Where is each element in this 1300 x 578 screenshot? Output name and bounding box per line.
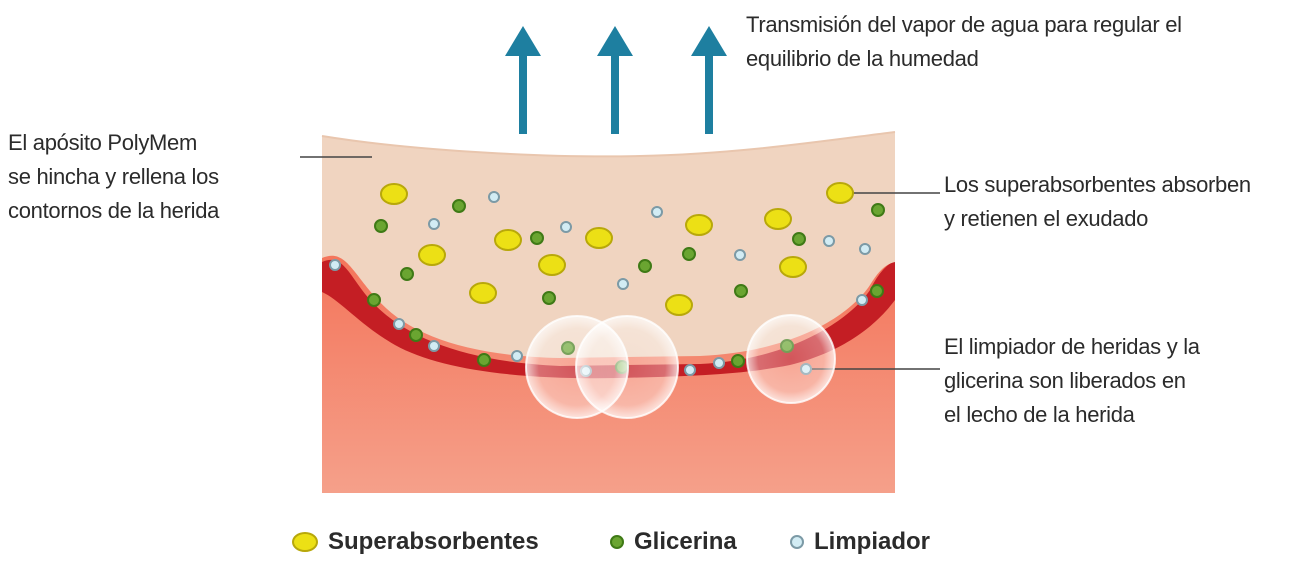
superabsorbent-bead [685,214,713,236]
glycerin-bead [530,231,544,245]
cleanser-swatch-icon [790,535,804,549]
glycerin-bead [367,293,381,307]
superabsorbent-bead [538,254,566,276]
superabsorbent-bead [585,227,613,249]
vapor-arrow-icon [597,26,633,134]
vapor-transmission-label: Transmisión del vapor de agua para regul… [746,12,1182,71]
cleanser-bead [428,340,440,352]
glycerin-bead [682,247,696,261]
glycerin-bead [542,291,556,305]
cleanser-bead [856,294,868,306]
superabsorbent-beads [380,182,854,316]
glycerin-bead [452,199,466,213]
cleanser-bead [859,243,871,255]
dressing-swells-label: El apósito PolyMem se hincha y rellena l… [8,130,220,223]
glycerin-bead [374,219,388,233]
superabsorbent-swatch-icon [292,532,318,552]
cleanser-bead [511,350,523,362]
legend-cleanser: Limpiador [790,528,930,556]
superabsorbent-bead [826,182,854,204]
superabsorbent-bead [494,229,522,251]
superabsorbent-bead [418,244,446,266]
superabsorbent-bead [665,294,693,316]
glycerin-bead [477,353,491,367]
cleanser-bead [823,235,835,247]
glycerin-bead [792,232,806,246]
legend-glycerin: Glicerina [610,528,737,556]
vapor-arrow-icon [691,26,727,134]
cleanser-bead [713,357,725,369]
glycerin-swatch-icon [610,535,624,549]
superabsorbent-bead [380,183,408,205]
cleanser-bead [329,259,341,271]
superabsorbent-bead [764,208,792,230]
glycerin-bead [734,284,748,298]
release-bubbles [525,314,836,419]
vapor-arrows [505,26,727,134]
superabsorbent-bead [779,256,807,278]
release-bubble [575,315,679,419]
glycerin-bead [638,259,652,273]
cleanser-bead [684,364,696,376]
cleanser-bead [428,218,440,230]
cleanser-release-label: El limpiador de heridas y la glicerina s… [944,334,1200,427]
cleanser-bead [560,221,572,233]
glycerin-bead [871,203,885,217]
cleanser-bead [393,318,405,330]
cleanser-bead [617,278,629,290]
superabsorbents-label: Los superabsorbentes absorben y retienen… [944,172,1251,231]
cleanser-bead [488,191,500,203]
cleanser-bead [734,249,746,261]
glycerin-bead [400,267,414,281]
cleanser-bead [651,206,663,218]
glycerin-bead [409,328,423,342]
superabsorbent-bead [469,282,497,304]
glycerin-bead [870,284,884,298]
glycerin-bead [731,354,745,368]
release-bubble [746,314,836,404]
legend-superabsorbents: Superabsorbentes [292,528,539,556]
vapor-arrow-icon [505,26,541,134]
